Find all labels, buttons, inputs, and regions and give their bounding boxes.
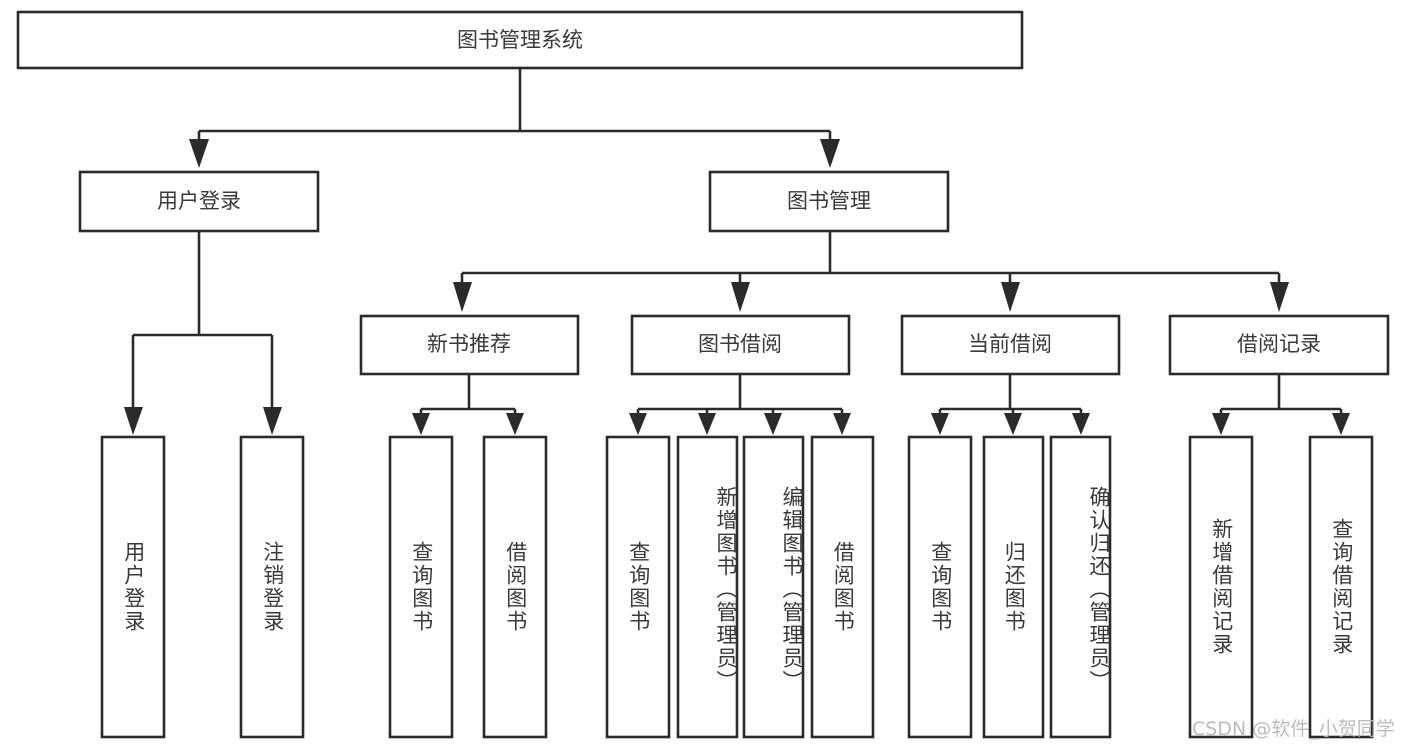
arrow-head-userlogin-to-leaf-login [124, 407, 143, 435]
edge-group-borrow-to-leaves [629, 374, 851, 435]
node-book-borrow-rect[interactable] [630, 314, 851, 376]
csdn-watermark: CSDN @软件_小贺同学 [1192, 718, 1395, 740]
node-borrow-record-label: 借阅记录 [1237, 332, 1321, 356]
node-borrow-record-rect[interactable] [1168, 314, 1390, 376]
node-book-borrow[interactable]: 图书借阅 [630, 314, 851, 376]
arrow-head-bookmanage-to-borrow-record [1270, 282, 1289, 312]
arrow-head-borrow-to-leaf-edit [764, 413, 782, 435]
node-user-login-label: 用户登录 [157, 189, 241, 213]
edge-group-bookmanage-to-level3 [453, 231, 1289, 312]
arrow-head-borrowrecord-to-leaf-query [1332, 413, 1350, 435]
node-book-borrow-label: 图书借阅 [698, 332, 782, 356]
arrow-head-bookmanage-to-new-book [453, 282, 472, 312]
leaf-rect-query-book-borrow[interactable] [605, 435, 671, 739]
arrow-head-currentborrow-to-leaf-query [931, 413, 949, 435]
arrow-head-borrow-to-leaf-borrowbook [833, 413, 851, 435]
node-current-borrow-label: 当前借阅 [968, 332, 1052, 356]
edge-group-borrowrecord-to-leaves [1212, 374, 1350, 435]
node-borrow-record[interactable]: 借阅记录 [1168, 314, 1390, 376]
leaf-rect-query-book-current[interactable] [907, 435, 973, 739]
arrow-head-bookmanage-to-current-borrow [1001, 282, 1020, 312]
arrow-head-root-to-user-login [189, 139, 209, 168]
leaf-rect-query-borrow-record[interactable] [1308, 435, 1374, 739]
leaf-rect-confirm-return-admin[interactable] [1049, 435, 1112, 739]
leaf-rect-add-borrow-record[interactable] [1188, 435, 1254, 739]
leaf-rect-add-book-admin[interactable] [676, 435, 739, 739]
edge-group-root-to-level2 [189, 68, 840, 168]
edge-group-currentborrow-to-leaves [931, 374, 1090, 435]
leaf-rect-edit-book-admin[interactable] [742, 435, 805, 739]
edge-group-newbook-to-leaves [412, 374, 524, 435]
arrow-head-bookmanage-to-borrow [731, 282, 750, 312]
leaf-rect-user-login[interactable] [100, 435, 166, 739]
node-current-borrow[interactable]: 当前借阅 [900, 314, 1121, 376]
node-root-system[interactable]: 图书管理系统 [16, 10, 1024, 70]
arrow-head-userlogin-to-leaf-logout [263, 407, 282, 435]
node-root-system-rect[interactable] [16, 10, 1024, 70]
leaf-rect-borrow-book-new[interactable] [482, 435, 548, 739]
arrow-head-currentborrow-to-leaf-confirm [1072, 413, 1090, 435]
node-book-manage-label: 图书管理 [787, 189, 871, 213]
node-current-borrow-rect[interactable] [900, 314, 1121, 376]
node-root-system-label: 图书管理系统 [457, 28, 583, 52]
node-new-book-recommend-rect[interactable] [359, 314, 580, 376]
leaf-rect-return-book[interactable] [982, 435, 1045, 739]
node-new-book-recommend[interactable]: 新书推荐 [359, 314, 580, 376]
arrow-head-root-to-book-manage [820, 139, 840, 168]
leaf-rect-query-book-new[interactable] [388, 435, 454, 739]
leaf-rect-user-logout[interactable] [239, 435, 305, 739]
leaf-rect-borrow-book[interactable] [810, 435, 875, 739]
node-book-manage[interactable]: 图书管理 [708, 170, 950, 233]
node-new-book-recommend-label: 新书推荐 [427, 332, 511, 356]
arrow-head-borrow-to-leaf-query [629, 413, 647, 435]
node-user-login[interactable]: 用户登录 [78, 170, 320, 233]
arrow-head-newbook-to-leaf-query [412, 413, 430, 435]
node-user-login-rect[interactable] [78, 170, 320, 233]
arrow-head-currentborrow-to-leaf-return [1004, 413, 1022, 435]
node-book-manage-rect[interactable] [708, 170, 950, 233]
arrow-head-borrowrecord-to-leaf-add [1212, 413, 1230, 435]
arrow-head-borrow-to-leaf-add [698, 413, 716, 435]
edge-group-userlogin-to-leaves [124, 231, 282, 435]
arrow-head-newbook-to-leaf-borrow [506, 413, 524, 435]
